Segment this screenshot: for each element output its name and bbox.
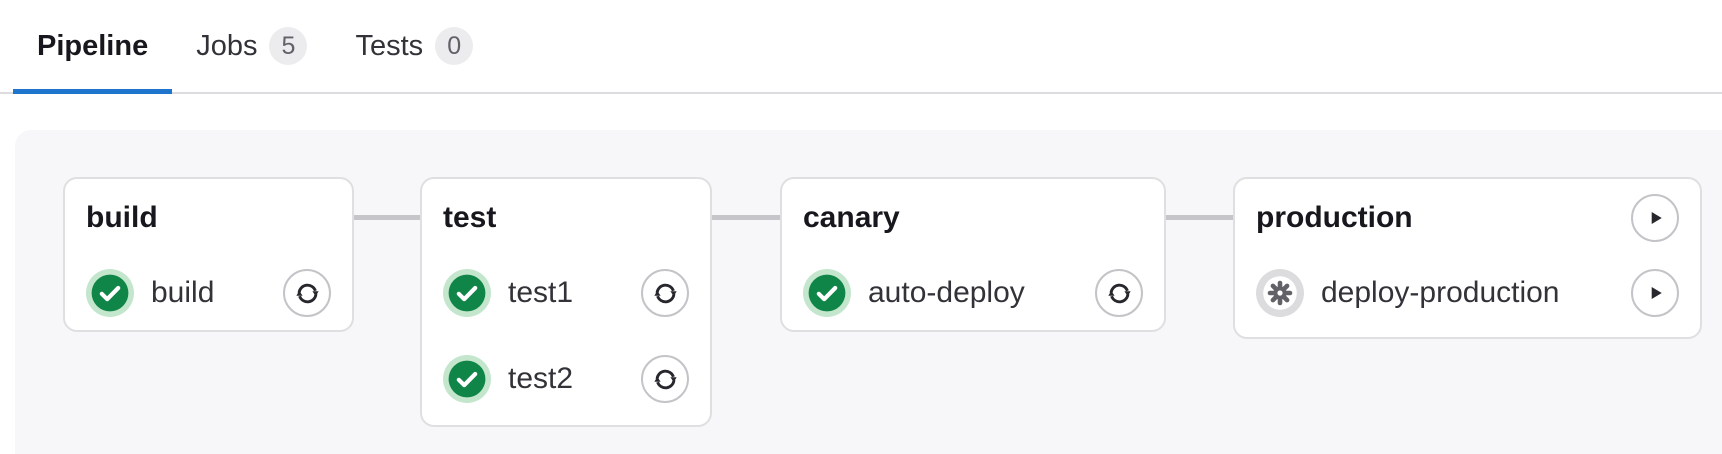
- tab-tests-label: Tests: [355, 29, 424, 62]
- status-manual-icon: [1256, 269, 1304, 317]
- tab-jobs-label: Jobs: [196, 29, 258, 62]
- jobs-count-badge: 5: [269, 27, 308, 65]
- job-link[interactable]: auto-deploy: [868, 276, 1025, 309]
- retry-icon: [652, 283, 678, 303]
- job-link[interactable]: test1: [508, 276, 574, 309]
- stage-header: canary: [803, 194, 1143, 242]
- stage-name: test: [443, 201, 497, 234]
- status-success-icon: [803, 269, 851, 317]
- job-row: test2: [443, 355, 689, 403]
- retry-icon: [294, 283, 320, 303]
- job-row: deploy-production: [1256, 269, 1679, 317]
- retry-job-button[interactable]: [1095, 269, 1143, 317]
- status-success-icon: [443, 269, 491, 317]
- retry-icon: [652, 369, 678, 389]
- retry-job-button[interactable]: [641, 355, 689, 403]
- stage-card-test: test test1 test2: [420, 177, 712, 427]
- pipeline-tabs: Pipeline Jobs 5 Tests 0: [0, 0, 1722, 94]
- job-row: auto-deploy: [803, 269, 1143, 317]
- play-icon: [1651, 211, 1662, 225]
- tab-tests[interactable]: Tests 0: [331, 0, 497, 92]
- retry-icon: [1106, 283, 1132, 303]
- retry-job-button[interactable]: [283, 269, 331, 317]
- stage-header: test: [443, 194, 689, 242]
- job-row: build: [86, 269, 331, 317]
- play-stage-button[interactable]: [1631, 194, 1679, 242]
- status-success-icon: [86, 269, 134, 317]
- tab-pipeline[interactable]: Pipeline: [13, 0, 173, 94]
- job-link[interactable]: test2: [508, 362, 574, 395]
- stage-header: production: [1256, 194, 1679, 242]
- stage-connector: [710, 215, 781, 220]
- stage-card-production: production deploy-production: [1233, 177, 1702, 339]
- stage-name: build: [86, 201, 158, 234]
- job-link[interactable]: build: [151, 276, 215, 309]
- stage-name: production: [1256, 201, 1413, 234]
- stage-connector: [1164, 215, 1234, 220]
- job-row: test1: [443, 269, 689, 317]
- tests-count-badge: 0: [435, 27, 474, 65]
- stage-name: canary: [803, 201, 900, 234]
- stage-card-canary: canary auto-deploy: [780, 177, 1166, 332]
- tab-pipeline-label: Pipeline: [37, 29, 149, 62]
- stage-card-build: build build: [63, 177, 354, 332]
- stage-connector: [352, 215, 421, 220]
- tab-jobs[interactable]: Jobs 5: [172, 0, 331, 92]
- play-icon: [1651, 286, 1662, 300]
- job-link[interactable]: deploy-production: [1321, 276, 1560, 309]
- stage-header: build: [86, 194, 331, 242]
- retry-job-button[interactable]: [641, 269, 689, 317]
- play-job-button[interactable]: [1631, 269, 1679, 317]
- status-success-icon: [443, 355, 491, 403]
